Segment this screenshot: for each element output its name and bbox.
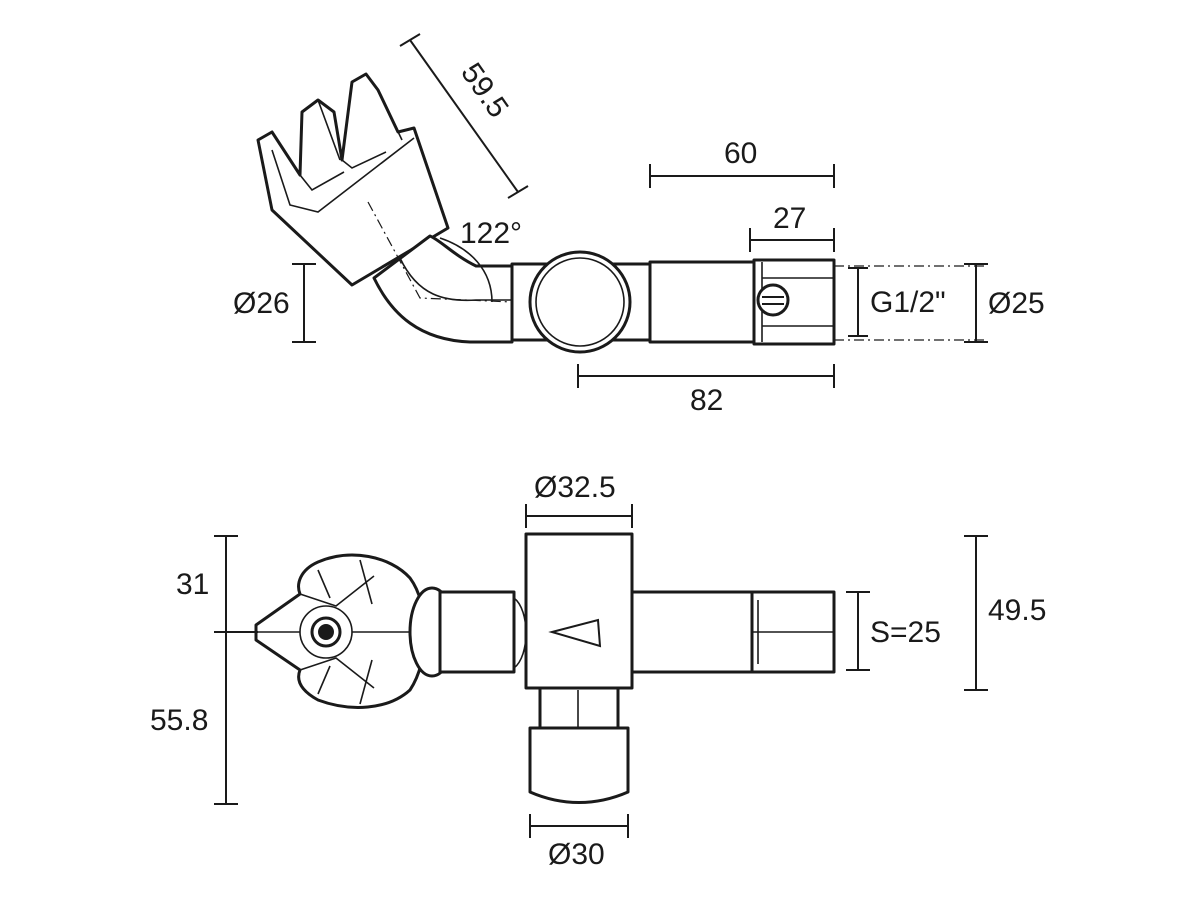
holder-head-front [254,553,456,709]
inlet-nut [528,726,630,804]
dim-thread-g1-2: G1/2" [870,286,946,319]
outlet-tube-front [630,590,754,674]
dim-dia-30: Ø30 [548,838,605,871]
top-view: 59.5 122° Ø26 60 27 G1/2" Ø25 82 [233,33,1045,417]
valve-body-front [524,532,634,690]
dim-49-5: 49.5 [988,594,1046,627]
inlet-neck [538,686,620,734]
elbow-arm [372,234,514,344]
holder-fork [256,72,450,287]
dim-dia-32-5: Ø32.5 [534,471,616,504]
dim-60: 60 [724,137,757,170]
screw-icon [756,283,790,317]
dim-27: 27 [773,202,806,235]
dim-dia-26: Ø26 [233,287,290,320]
outlet-tube [648,260,758,344]
dim-dia-25: Ø25 [988,287,1045,320]
front-view: Ø32.5 31 55.8 S=25 49.5 Ø30 [150,471,1046,871]
dim-angle-122: 122° [460,217,522,250]
flow-arrow-icon [548,618,602,648]
dim-55-8: 55.8 [150,704,208,737]
dim-s-25: S=25 [870,616,941,649]
dim-31: 31 [176,568,209,601]
connector-pipe-front [438,590,516,674]
valve-body-top [528,250,632,354]
dim-82: 82 [690,384,723,417]
